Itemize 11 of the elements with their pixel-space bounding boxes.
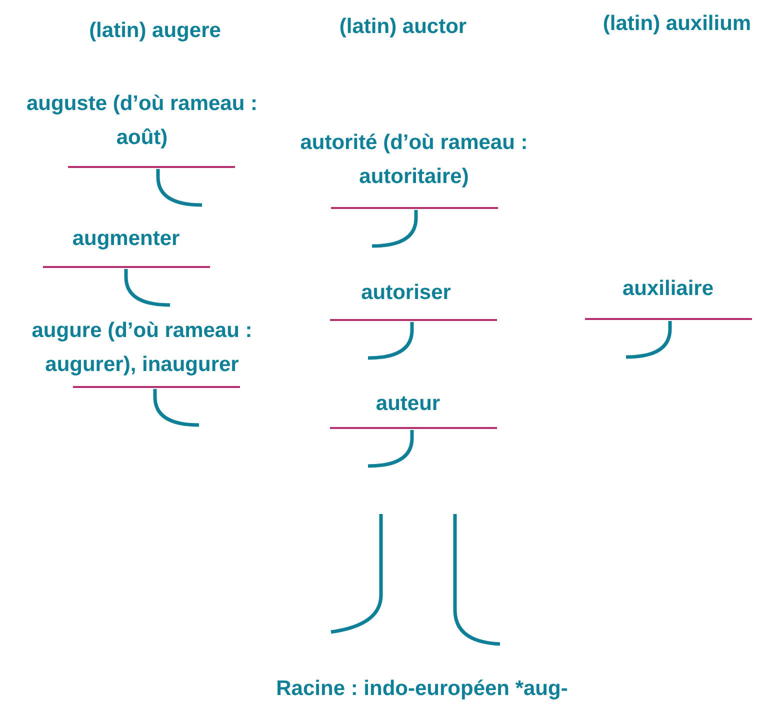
word-label: (latin) auctor [338, 14, 468, 40]
word-label: augure (d’où rameau : augurer), inaugurer [30, 318, 254, 378]
word-label: auxiliaire [621, 276, 715, 302]
root-label: Racine : indo-européen *aug- [275, 676, 569, 702]
word-label: (latin) augere [88, 18, 222, 44]
word-label: auteur [374, 391, 442, 417]
word-label: autorité (d’où rameau : autoritaire) [299, 130, 529, 190]
word-label: augmenter [71, 226, 181, 252]
word-label: autoriser [360, 280, 452, 306]
word-label: (latin) auxilium [602, 11, 752, 37]
word-label: auguste (d’où rameau : août) [25, 91, 259, 151]
